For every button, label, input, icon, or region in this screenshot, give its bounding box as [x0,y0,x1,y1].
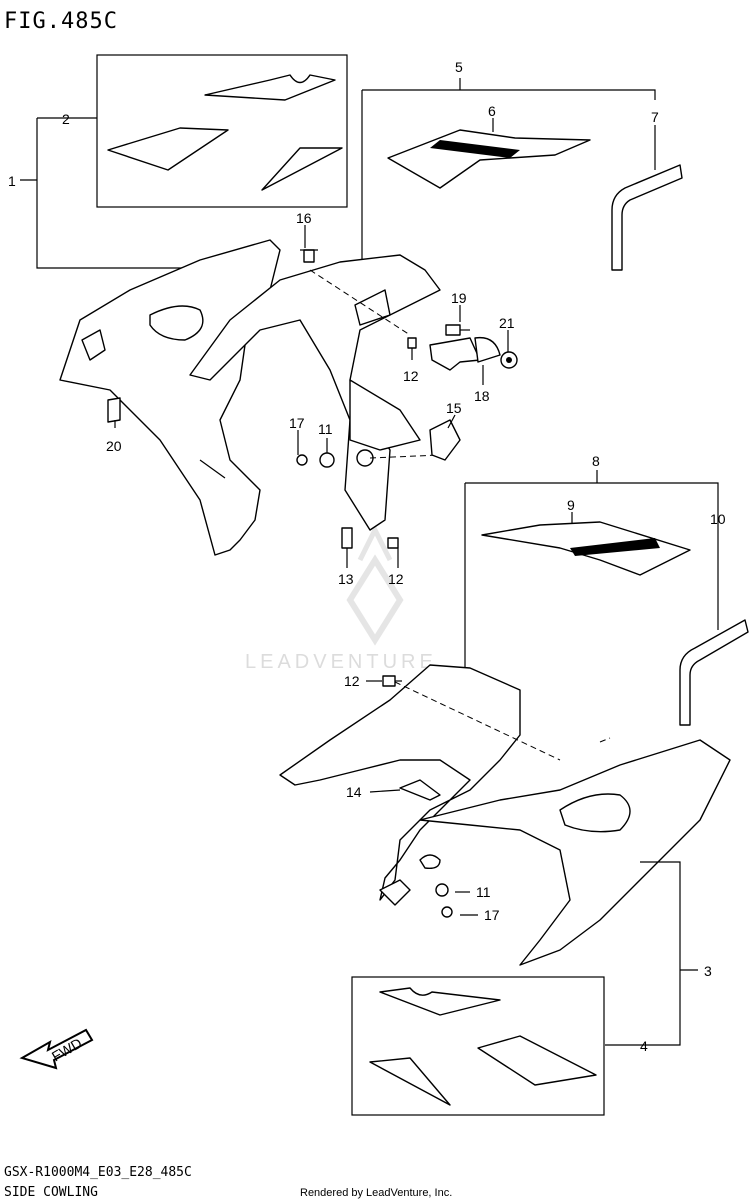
callout-17-upper: 17 [289,415,305,431]
callout-10: 10 [710,511,726,527]
grommet-11-upper [319,452,335,468]
callout-20: 20 [106,438,122,454]
side-cowling-lower-right [419,739,731,966]
figure-title: FIG.485C [4,9,118,34]
screw-17-upper [296,454,308,466]
screw-12-upper [407,337,417,349]
decal-lower-right [477,1035,597,1086]
callout-5: 5 [455,59,463,75]
decal-5-large [387,129,591,189]
side-cowling-upper-left [59,239,281,556]
callout-2: 2 [62,111,70,127]
screw-12-lower [382,675,402,687]
callout-21: 21 [499,315,515,331]
callout-12-mid: 12 [388,571,404,587]
callout-15: 15 [446,400,462,416]
callout-18: 18 [474,388,490,404]
fwd-arrow-icon [19,1028,94,1070]
callout-7: 7 [651,109,659,125]
callout-11-lower: 11 [476,884,491,900]
footer-model-code: GSX-R1000M4_E03_E28_485C [4,1165,192,1180]
callout-4: 4 [640,1038,648,1054]
inner-panel-lower [279,664,521,901]
callout-19: 19 [451,290,467,306]
decal-set-upper-box [96,54,348,208]
callout-1: 1 [8,173,16,189]
footer-section: SIDE COWLING [4,1185,98,1200]
bracket-18 [429,337,481,371]
callout-14: 14 [346,784,362,800]
callout-12-upper: 12 [403,368,419,384]
decal-upper-left [107,127,229,171]
callout-16: 16 [296,210,312,226]
callout-17-lower: 17 [484,907,500,923]
callout-9: 9 [567,497,575,513]
callout-3: 3 [704,963,712,979]
screw-17-lower [441,906,453,918]
label-13 [341,527,353,549]
label-20 [107,397,121,423]
trim-strip-7 [611,164,683,271]
trim-strip-10 [679,619,749,726]
callout-12-lower: 12 [344,673,360,689]
callout-11-upper: 11 [318,421,333,437]
decal-upper-top [204,74,336,101]
bracket-15 [429,419,461,461]
callout-6: 6 [488,103,496,119]
decal-set-lower-box [351,976,605,1116]
watermark-logo [346,524,404,646]
grommet-11-lower [435,883,449,897]
decal-upper-right [261,147,343,191]
decal-lower-left [369,1057,451,1106]
footer-rendered-by: Rendered by LeadVenture, Inc. [300,1187,452,1199]
decal-lower-top [379,987,501,1016]
watermark-text: LEADVENTURE [245,651,437,673]
callout-8: 8 [592,453,600,469]
screw-12-mid [387,537,399,549]
bracket-14 [399,779,441,801]
callout-13: 13 [338,571,354,587]
screw-16 [300,249,318,263]
bolt-19 [445,324,470,336]
